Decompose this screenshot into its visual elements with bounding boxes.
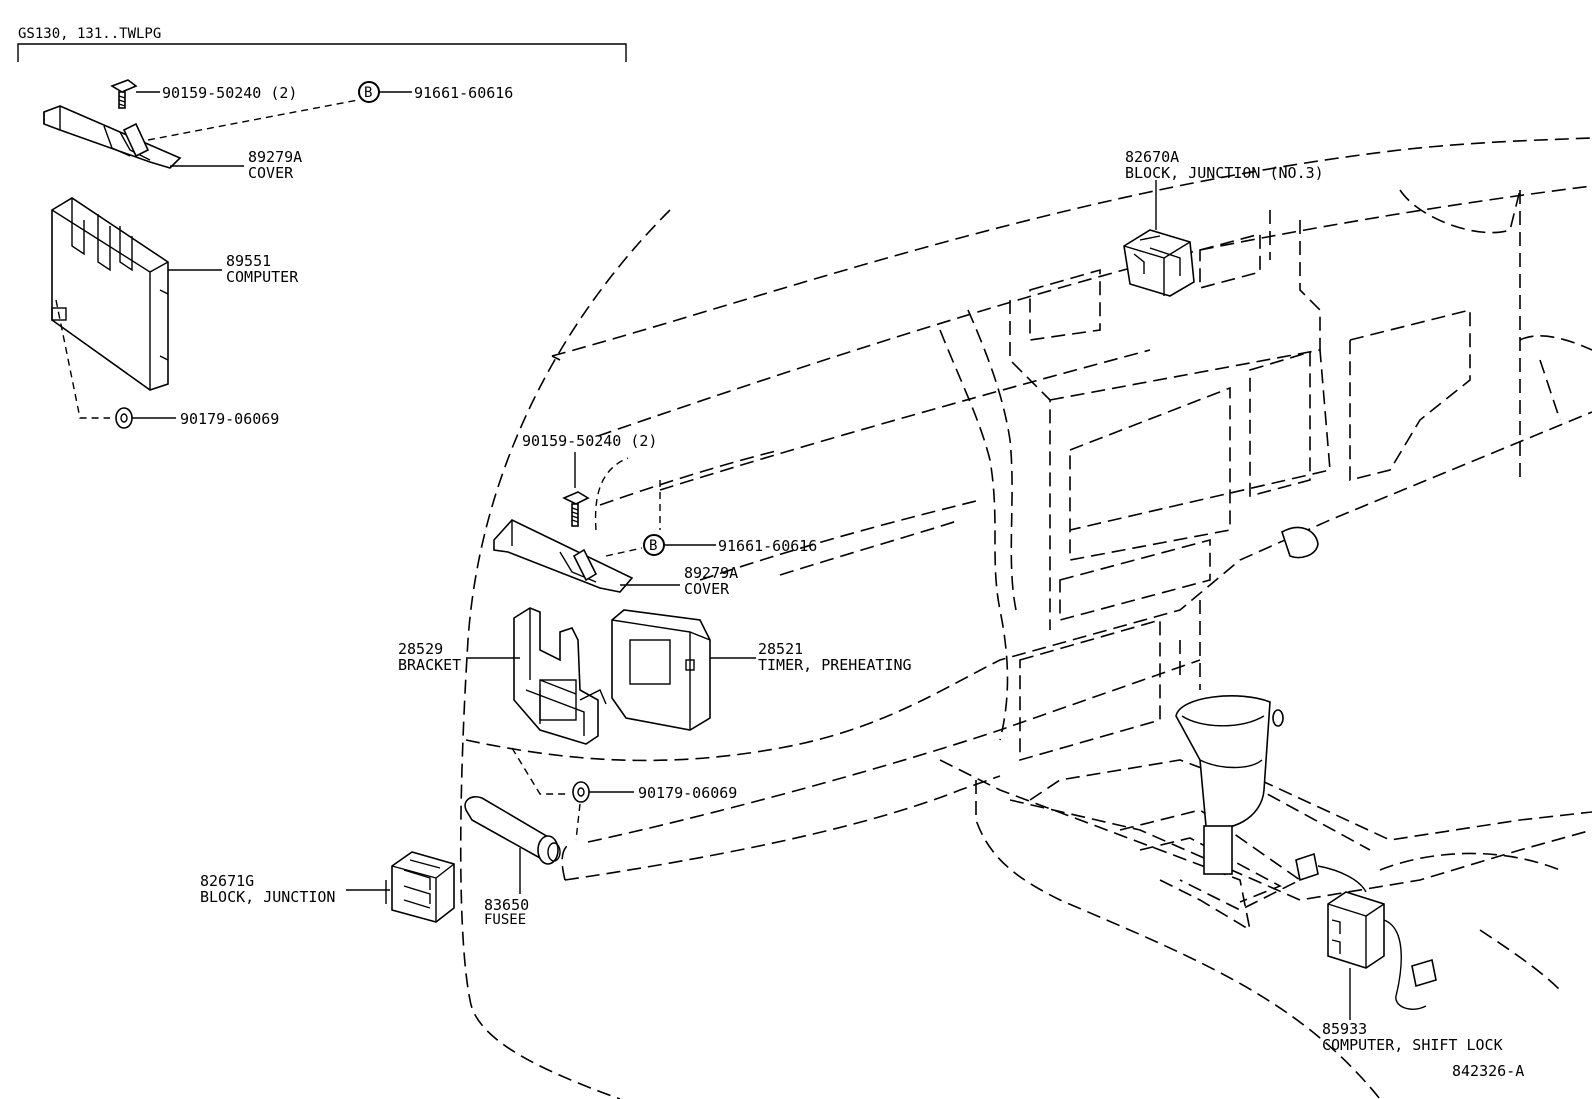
junction-block-no3-icon xyxy=(1123,229,1195,297)
main-nut-dashed-down xyxy=(575,803,581,841)
inset-nut-icon xyxy=(115,407,133,429)
main-bolt-icon xyxy=(562,491,590,527)
shift-lever-icon xyxy=(1175,695,1284,875)
main-b-marker-text: B xyxy=(649,538,657,554)
main-cover-icon xyxy=(493,519,634,593)
air-vent-knob-icon xyxy=(1281,526,1319,559)
b-marker-text: B xyxy=(364,85,372,101)
timer-name: TIMER, PREHEATING xyxy=(758,656,912,674)
illustration-number: 842326-A xyxy=(1452,1062,1524,1080)
bracket-icon xyxy=(513,607,607,745)
main-cover-number: 89279A xyxy=(684,564,738,582)
inset-clip-dashed-leader xyxy=(147,99,359,141)
inset-bolt-label: 90159-50240 (2) xyxy=(162,84,297,102)
inset-nut-dashed-leader xyxy=(55,299,110,419)
inset-bolt-icon xyxy=(110,79,138,109)
inset-computer-icon xyxy=(51,197,169,391)
inset-computer-number: 89551 xyxy=(226,252,271,270)
jb-name: BLOCK, JUNCTION xyxy=(200,888,335,906)
bracket-number: 28529 xyxy=(398,640,443,658)
inset-cover-icon xyxy=(43,105,182,169)
jb3-name: BLOCK, JUNCTION (NO.3) xyxy=(1125,164,1324,182)
fusee-icon xyxy=(464,795,561,865)
main-clip-dashed-leader xyxy=(605,547,643,557)
fusee-number: 83650 xyxy=(484,896,529,914)
timer-number: 28521 xyxy=(758,640,803,658)
inset-bracket-line xyxy=(17,43,627,62)
main-nut-label: 90179-06069 xyxy=(638,784,737,802)
dashboard-outline xyxy=(459,137,1592,1099)
main-clip-label: 91661-60616 xyxy=(718,537,817,555)
inset-computer-name: COMPUTER xyxy=(226,268,299,286)
junction-block-icon xyxy=(391,851,455,923)
inset-group: GS130, 131..TWLPG 90159-50240 (2) B 9166… xyxy=(17,26,627,429)
main-nut-dashed-leader xyxy=(511,747,568,795)
main-nut-icon xyxy=(572,781,590,803)
jb-leader xyxy=(346,880,390,904)
shift-lock-computer-icon xyxy=(1295,852,1437,1010)
bracket-name: BRACKET xyxy=(398,656,461,674)
jb3-number: 82670A xyxy=(1125,148,1179,166)
inset-clip-label: 91661-60616 xyxy=(414,84,513,102)
fusee-name: FUSEE xyxy=(484,912,526,928)
shiftlock-number: 85933 xyxy=(1322,1020,1367,1038)
timer-preheating-icon xyxy=(611,609,711,731)
inset-nut-label: 90179-06069 xyxy=(180,410,279,428)
shiftlock-name: COMPUTER, SHIFT LOCK xyxy=(1322,1036,1503,1054)
main-cover-name: COVER xyxy=(684,580,730,598)
inset-cover-number: 89279A xyxy=(248,148,302,166)
main-bolt-dashed-leader xyxy=(594,457,661,531)
jb-number: 82671G xyxy=(200,872,254,890)
main-bolt-label: 90159-50240 (2) xyxy=(522,432,657,450)
inset-cover-name: COVER xyxy=(248,164,294,182)
applicability-label: GS130, 131..TWLPG xyxy=(18,26,161,42)
